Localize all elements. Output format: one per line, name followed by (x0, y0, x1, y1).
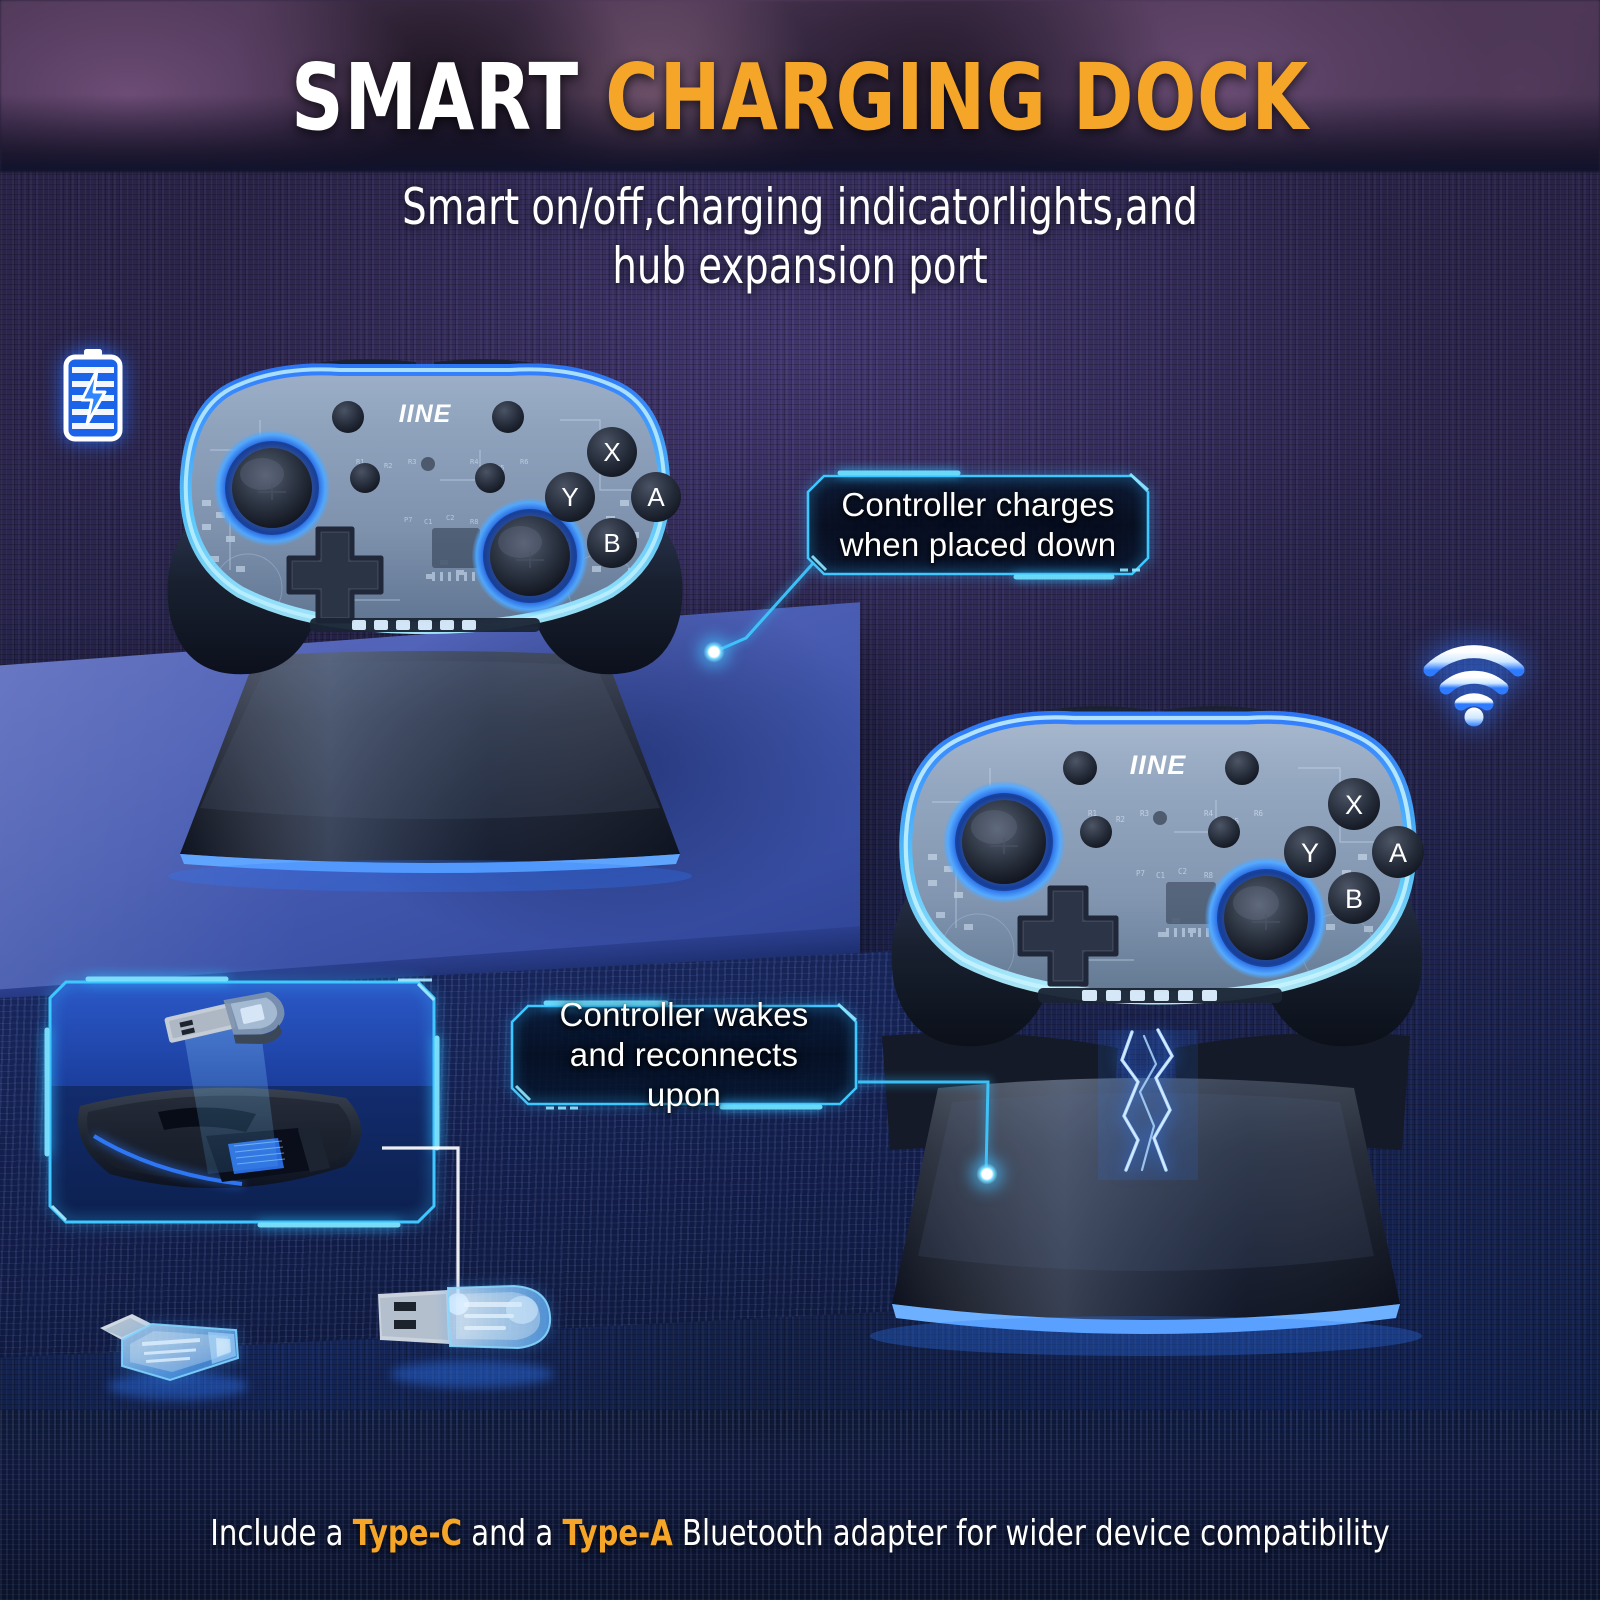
callout-controller-wakes: Controller wakes and reconnects upon (506, 996, 862, 1114)
face-button-x: X (603, 437, 620, 467)
svg-text:Y: Y (1301, 838, 1319, 868)
svg-text:P7: P7 (404, 516, 412, 524)
subtitle-line-2: hub expansion port (612, 237, 988, 295)
svg-text:R4: R4 (1204, 809, 1214, 818)
caption-type-c: Type-C (352, 1513, 462, 1554)
battery-charging-icon (62, 348, 124, 442)
type-c-bluetooth-adapter (96, 1286, 256, 1402)
callout-2-line-1: Controller wakes (559, 995, 809, 1033)
svg-text:R6: R6 (1254, 809, 1264, 818)
svg-text:R1: R1 (1088, 809, 1097, 818)
svg-text:P7: P7 (1136, 869, 1145, 878)
callout-1-text: Controller charges when placed down (802, 470, 1154, 580)
footer-caption: Include a Type-C and a Type-A Bluetooth … (80, 1513, 1520, 1554)
svg-text:C1: C1 (1156, 871, 1165, 880)
background-photo-banner (0, 0, 1600, 172)
svg-text:R2: R2 (1116, 815, 1125, 824)
callout-2-line-2: and reconnects upon (569, 1035, 799, 1114)
type-a-bluetooth-adapter (372, 1270, 562, 1394)
svg-text:R3: R3 (1140, 809, 1149, 818)
subtitle-line-1: Smart on/off,charging indicatorlights,an… (402, 178, 1198, 236)
callout-1-connector (713, 558, 818, 654)
svg-text:R3: R3 (408, 458, 416, 466)
face-button-a: A (647, 482, 665, 512)
svg-text:IINE: IINE (399, 400, 452, 428)
title-orange-part: CHARGING DOCK (605, 44, 1309, 151)
callout-2-hotspot (976, 1163, 998, 1185)
svg-text:A: A (1389, 838, 1407, 868)
svg-text:R2: R2 (384, 462, 392, 470)
smart-charging-dock-bottom (866, 1028, 1426, 1360)
callout-2-text: Controller wakes and reconnects upon (506, 996, 862, 1114)
bottom-caption-band (0, 1410, 1600, 1600)
smart-charging-dock-top (160, 648, 700, 892)
callout-2-connector (858, 1080, 990, 1175)
page-subtitle: Smart on/off,charging indicatorlights,an… (112, 178, 1488, 296)
svg-text:C2: C2 (446, 514, 454, 522)
svg-text:R4: R4 (470, 458, 478, 466)
face-button-y: Y (561, 482, 578, 512)
face-button-b: B (603, 528, 620, 558)
svg-text:C2: C2 (1178, 867, 1187, 876)
caption-mid: and a (461, 1513, 563, 1554)
callout-1-line-1: Controller charges (841, 485, 1115, 523)
page-title: SMART CHARGING DOCK (96, 52, 1504, 144)
callout-1-hotspot (703, 641, 725, 663)
callout-controller-charges: Controller charges when placed down (802, 470, 1154, 580)
caption-post: Bluetooth adapter for wider device compa… (672, 1513, 1390, 1554)
svg-text:R6: R6 (520, 458, 528, 466)
callout-1-line-2: when placed down (839, 526, 1117, 563)
title-white-part: SMART (291, 44, 606, 151)
caption-pre: Include a (210, 1513, 353, 1554)
svg-text:X: X (1345, 790, 1363, 820)
svg-text:R1: R1 (356, 458, 364, 466)
caption-type-a: Type-A (562, 1513, 673, 1554)
svg-text:IINE: IINE (1130, 750, 1187, 780)
svg-text:C1: C1 (424, 518, 432, 526)
hub-expansion-port-detail-panel (44, 976, 440, 1228)
wifi-icon (1418, 634, 1530, 727)
svg-text:R8: R8 (1204, 871, 1214, 880)
svg-text:R8: R8 (470, 518, 478, 526)
svg-text:B: B (1345, 884, 1363, 914)
